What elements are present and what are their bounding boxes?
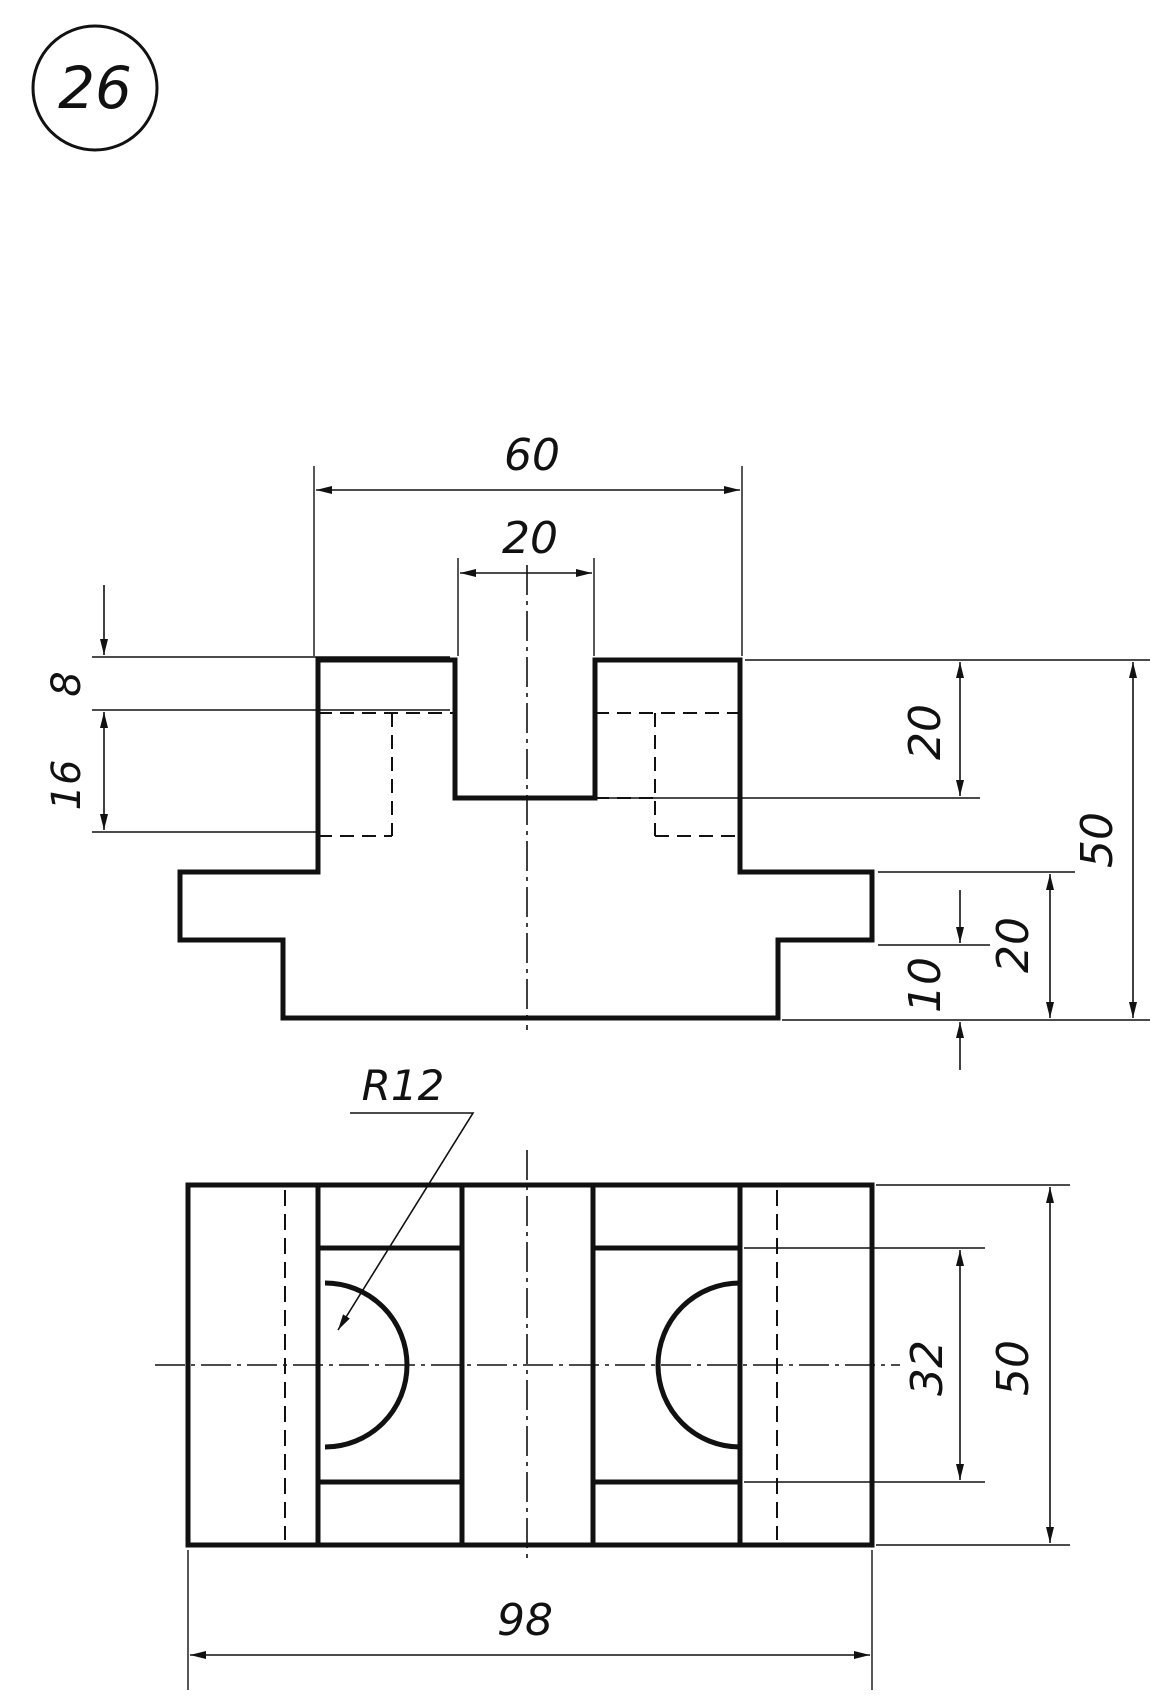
semicircle-right bbox=[655, 1280, 741, 1450]
figure-number-badge: 26 bbox=[31, 24, 159, 152]
dim-text-r12: R12 bbox=[362, 1061, 445, 1110]
dim-text-98: 98 bbox=[497, 1595, 553, 1646]
dim-text-16: 16 bbox=[44, 760, 90, 811]
top-view-dimension-lines bbox=[190, 1112, 1054, 1659]
top-view-extension-lines bbox=[187, 1184, 1070, 1690]
top-view: R12 98 50 32 bbox=[155, 1061, 1070, 1690]
front-view-outline bbox=[177, 657, 875, 1021]
dim-text-20-slot-depth: 20 bbox=[900, 704, 951, 760]
front-view-hidden-lines bbox=[318, 712, 740, 837]
figure-number-circle bbox=[31, 24, 159, 152]
dim-text-32: 32 bbox=[902, 1340, 953, 1396]
figure-number-label: 26 bbox=[58, 54, 132, 122]
front-view: 60 20 8 16 20 50 20 10 bbox=[44, 430, 1150, 1070]
front-view-dimension-lines bbox=[100, 486, 1137, 1070]
leader-r12 bbox=[337, 1112, 475, 1331]
dim-text-60: 60 bbox=[504, 430, 560, 481]
dim-text-20-slot: 20 bbox=[502, 513, 558, 564]
front-view-extension-lines bbox=[92, 466, 1150, 1021]
dim-text-10: 10 bbox=[900, 957, 951, 1013]
dim-text-50-width: 50 bbox=[988, 1340, 1039, 1396]
dim-text-8: 8 bbox=[44, 671, 90, 696]
dim-text-50-height: 50 bbox=[1072, 812, 1123, 868]
dim-text-20-base: 20 bbox=[988, 917, 1039, 973]
